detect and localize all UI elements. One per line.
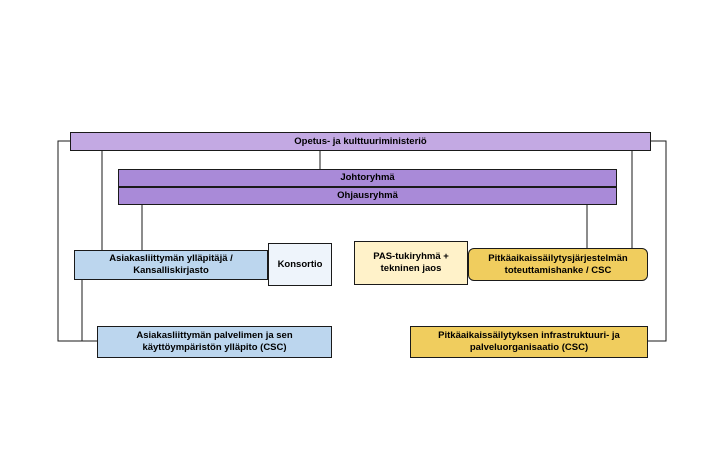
pas-support-label: PAS-tukiryhmä + tekninen jaos <box>373 251 449 274</box>
ministry-box: Opetus- ja kulttuuriministeriö <box>70 132 651 151</box>
ltp-infra-label: Pitkäaikaissäilytyksen infrastruktuuri- … <box>438 330 620 353</box>
control-group-label: Ohjausryhmä <box>337 190 398 201</box>
consortium-label: Konsortio <box>277 258 323 270</box>
steering-group-label: Johtoryhmä <box>340 172 395 183</box>
pas-support-box: PAS-tukiryhmä + tekninen jaos <box>354 241 468 285</box>
steering-group-box: Johtoryhmä <box>118 169 617 187</box>
interface-maintainer-box: Asiakasliittymän ylläpitäjä / Kansallisk… <box>74 250 268 280</box>
ltp-project-box: Pitkäaikaissäilytysjärjestelmän toteutta… <box>468 248 648 281</box>
connector-ministry-to-interface-server <box>57 140 97 342</box>
interface-maintainer-label: Asiakasliittymän ylläpitäjä / Kansallisk… <box>109 253 233 276</box>
control-group-box: Ohjausryhmä <box>118 187 617 205</box>
ministry-label: Opetus- ja kulttuuriministeriö <box>294 135 427 147</box>
interface-server-label: Asiakasliittymän palvelimen ja sen käytt… <box>136 330 293 353</box>
ltp-project-label: Pitkäaikaissäilytysjärjestelmän toteutta… <box>488 252 628 276</box>
interface-server-box: Asiakasliittymän palvelimen ja sen käytt… <box>97 326 332 358</box>
ltp-infra-box: Pitkäaikaissäilytyksen infrastruktuuri- … <box>410 326 648 358</box>
consortium-box: Konsortio <box>268 243 332 286</box>
connector-ministry-to-ltp-infra <box>648 140 667 342</box>
